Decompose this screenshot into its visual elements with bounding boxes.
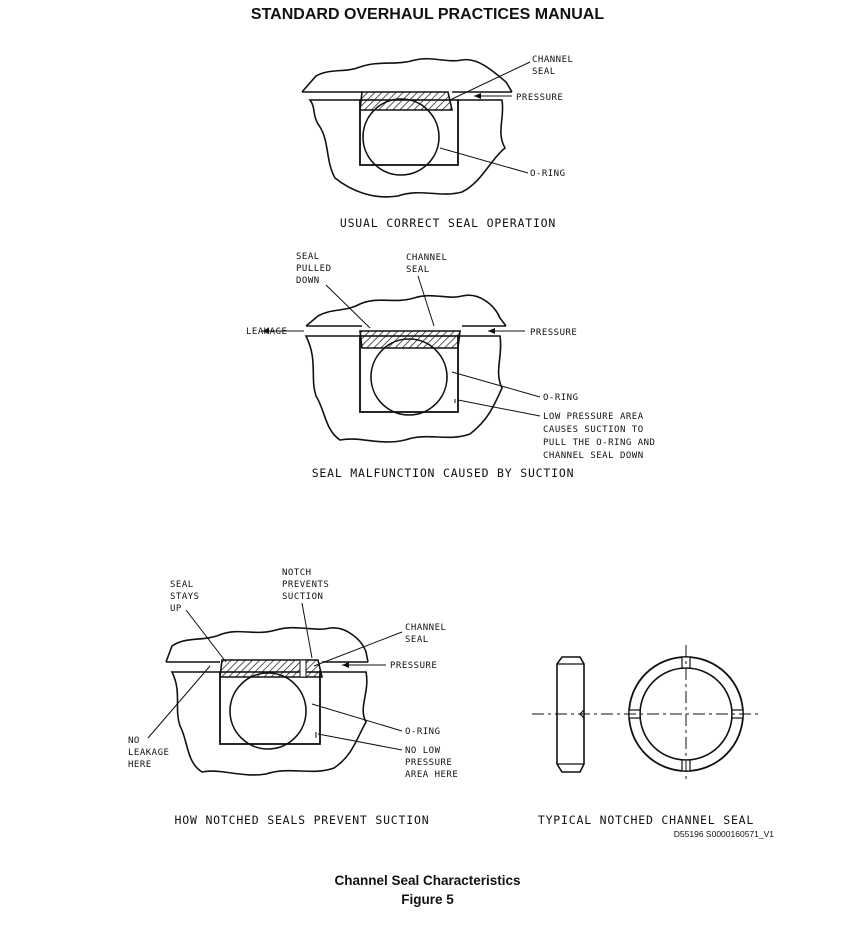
label-here: HERE [128, 760, 152, 770]
label-up: UP [170, 604, 182, 614]
channel-seal [359, 91, 453, 111]
label-channel: CHANNEL [406, 253, 447, 263]
label-pressure: PRESSURE [390, 661, 437, 671]
label-oring: O-RING [530, 169, 566, 179]
label-oring: O-RING [405, 727, 441, 737]
label-pressure: PRESSURE [530, 328, 577, 338]
caption-correct-seal: USUAL CORRECT SEAL OPERATION [340, 216, 556, 230]
label-down: DOWN [296, 276, 320, 286]
figure-code: D55196 S0000160571_V1 [674, 829, 774, 839]
upper-housing [305, 294, 507, 327]
diagram2-labels: SEAL PULLED DOWN CHANNEL SEAL LEAKAGE PR… [246, 252, 655, 480]
label-channel: CHANNEL [405, 623, 446, 633]
diagram-correct-seal [301, 57, 531, 198]
lower-housing [170, 671, 368, 776]
label-no-low-3: AREA HERE [405, 770, 458, 780]
diagram4-labels: TYPICAL NOTCHED CHANNEL SEAL D55196 S000… [538, 813, 774, 839]
label-seal: SEAL [532, 67, 556, 77]
label-seal: SEAL [170, 580, 194, 590]
label-leakage: LEAKAGE [246, 327, 287, 337]
diagram1-labels: CHANNEL SEAL PRESSURE O-RING USUAL CORRE… [340, 55, 573, 230]
channel-seal [219, 659, 324, 678]
label-suction: SUCTION [282, 592, 323, 602]
label-seal-2: SEAL [405, 635, 429, 645]
label-no-low-1: NO LOW [405, 746, 441, 756]
o-ring [370, 338, 448, 416]
o-ring [229, 672, 307, 750]
diagram-suction-malfunction [262, 275, 541, 443]
diagram-typical-notched-seal [532, 645, 758, 783]
label-prevents: PREVENTS [282, 580, 329, 590]
label-oring: O-RING [543, 393, 579, 403]
lower-housing [304, 335, 503, 443]
label-channel: CHANNEL [532, 55, 573, 65]
figure-title: Channel Seal Characteristics [334, 873, 521, 888]
upper-housing [301, 57, 513, 93]
label-low-pressure-1: LOW PRESSURE AREA [543, 412, 644, 422]
label-low-pressure-2: CAUSES SUCTION TO [543, 425, 644, 435]
label-seal: SEAL [296, 252, 320, 262]
label-no-low-2: PRESSURE [405, 758, 452, 768]
diagram-notched-seal [147, 602, 403, 776]
label-pulled: PULLED [296, 264, 332, 274]
upper-housing [165, 626, 369, 663]
diagram3-labels: SEAL STAYS UP NOTCH PREVENTS SUCTION CHA… [128, 568, 458, 827]
label-pressure: PRESSURE [516, 93, 563, 103]
label-notch: NOTCH [282, 568, 312, 578]
label-seal-2: SEAL [406, 265, 430, 275]
caption-notched: HOW NOTCHED SEALS PREVENT SUCTION [175, 813, 430, 827]
page-header: STANDARD OVERHAUL PRACTICES MANUAL [250, 6, 605, 23]
label-no: NO [128, 736, 140, 746]
caption-typical: TYPICAL NOTCHED CHANNEL SEAL [538, 813, 754, 827]
lower-housing [308, 99, 507, 198]
seal-side-view [556, 656, 585, 773]
notch [299, 659, 307, 678]
caption-suction: SEAL MALFUNCTION CAUSED BY SUCTION [312, 466, 575, 480]
label-leakage: LEAKAGE [128, 748, 169, 758]
figure-number: Figure 5 [401, 892, 454, 907]
label-stays: STAYS [170, 592, 200, 602]
channel-seal [359, 330, 461, 349]
label-low-pressure-4: CHANNEL SEAL DOWN [543, 451, 644, 461]
label-low-pressure-3: PULL THE O-RING AND [543, 438, 655, 448]
